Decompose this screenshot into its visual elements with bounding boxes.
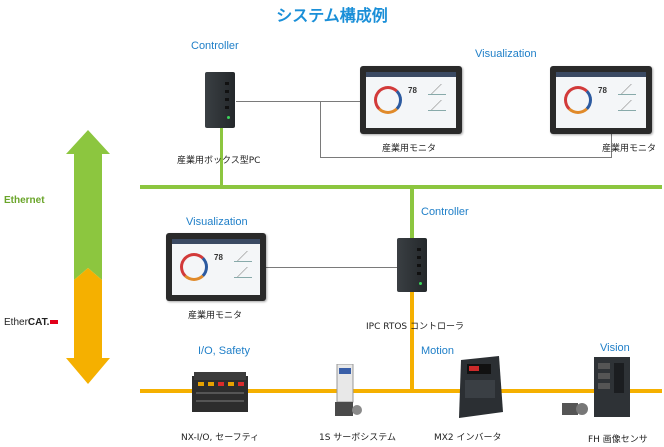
box-pc-ethernet-drop bbox=[220, 128, 223, 186]
servo-drive bbox=[333, 363, 363, 418]
monitor-2: 78 bbox=[550, 66, 652, 134]
ethercat-logo-mark bbox=[50, 320, 59, 325]
monitor-3-caption: 産業用モニタ bbox=[188, 311, 243, 321]
link-monitor3-ipc bbox=[266, 267, 400, 268]
servo-caption: 1S サーボシステム bbox=[319, 433, 397, 443]
box-pc bbox=[205, 72, 235, 128]
monitor-3-value: 78 bbox=[214, 253, 223, 262]
io-safety-label: I/O, Safety bbox=[198, 345, 250, 357]
ethercat-logo-prefix: Ether bbox=[4, 317, 28, 328]
monitor-2-value: 78 bbox=[598, 86, 607, 95]
vision-label: Vision bbox=[600, 342, 630, 354]
nx-io-caption: NX-I/O, セーフティ bbox=[181, 433, 260, 443]
page-title: システム構成例 bbox=[276, 6, 388, 25]
inverter-caption: MX2 インバータ bbox=[434, 433, 502, 443]
visualization-top-label: Visualization bbox=[475, 48, 537, 60]
box-pc-caption: 産業用ボックス型PC bbox=[177, 156, 261, 166]
monitor-3-screen: 78 bbox=[172, 239, 260, 295]
monitor-2-screen: 78 bbox=[556, 72, 646, 128]
ipc-ethercat-drop bbox=[410, 292, 414, 390]
ethercat-arrow bbox=[66, 268, 110, 384]
nx-io-graphic bbox=[192, 372, 248, 412]
inverter-graphic bbox=[459, 356, 503, 418]
vision-caption: FH 画像センサ bbox=[588, 435, 648, 445]
ethercat-bus bbox=[140, 389, 662, 393]
monitor-1-screen: 78 bbox=[366, 72, 456, 128]
link-pc-monitor1 bbox=[236, 101, 360, 102]
vision-graphic bbox=[562, 357, 630, 417]
monitor-1-value: 78 bbox=[408, 86, 417, 95]
ethercat-logo-suffix: CAT. bbox=[27, 317, 50, 328]
fh-vision-sensor bbox=[560, 357, 640, 419]
ipc-rtos-caption: IPC RTOS コントローラ bbox=[366, 322, 464, 332]
visualization-mid-label: Visualization bbox=[186, 216, 248, 228]
ipc-rtos-controller bbox=[397, 238, 427, 292]
network-arrows bbox=[66, 130, 110, 384]
mx2-inverter bbox=[455, 356, 505, 420]
link-pc-monitor2-v bbox=[320, 101, 321, 158]
monitor-2-caption: 産業用モニタ bbox=[602, 144, 657, 154]
monitor-1: 78 bbox=[360, 66, 462, 134]
link-pc-monitor2-h bbox=[320, 157, 612, 158]
link-monitor2-v bbox=[611, 134, 612, 158]
ethernet-arrow bbox=[66, 130, 110, 280]
monitor-3: 78 bbox=[166, 233, 266, 301]
controller-top-label: Controller bbox=[191, 40, 239, 52]
motion-label: Motion bbox=[421, 345, 455, 357]
controller-mid-label: Controller bbox=[421, 206, 469, 218]
ethernet-bus bbox=[140, 185, 662, 189]
ethernet-label: Ethernet bbox=[4, 195, 45, 206]
servo-graphic bbox=[335, 363, 362, 416]
monitor-1-caption: 産業用モニタ bbox=[382, 144, 437, 154]
ethercat-logo: EtherCAT. bbox=[4, 317, 59, 328]
ipc-ethernet-drop bbox=[410, 188, 414, 240]
nx-io-unit bbox=[192, 372, 248, 414]
